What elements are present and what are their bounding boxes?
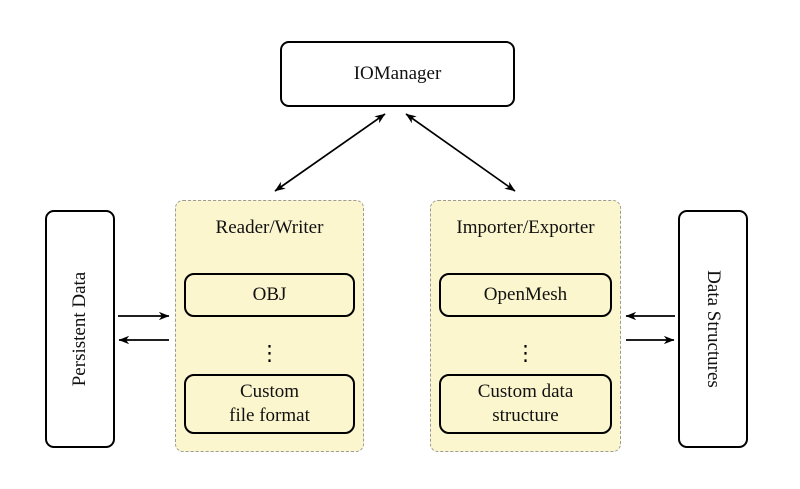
panel-reader-writer-header: Reader/Writer — [215, 217, 324, 238]
node-data-structures: Data Structures — [678, 210, 748, 448]
node-persistent-data-label: Persistent Data — [69, 271, 90, 387]
node-obj: OBJ — [184, 273, 355, 317]
node-openmesh: OpenMesh — [439, 273, 612, 317]
node-persistent-data: Persistent Data — [45, 210, 115, 448]
node-openmesh-label: OpenMesh — [483, 284, 568, 305]
node-custom-file-format: Custom file format — [184, 374, 355, 434]
arrow-iomanager-importerexporter — [405, 113, 516, 192]
vertical-ellipsis: ⋮ — [515, 341, 536, 365]
node-iomanager: IOManager — [280, 41, 515, 107]
node-custom-data-structure-line1: Custom data — [477, 381, 574, 402]
panel-reader-writer: Reader/Writer OBJ ⋮ Custom file format — [175, 200, 364, 452]
arrow-iomanager-readerwriter — [274, 113, 386, 192]
node-obj-label: OBJ — [252, 284, 287, 305]
node-iomanager-label: IOManager — [353, 63, 442, 84]
node-custom-data-structure-line2: structure — [492, 405, 559, 426]
node-custom-data-structure: Custom data structure — [439, 374, 612, 434]
vertical-ellipsis: ⋮ — [259, 341, 280, 365]
node-custom-file-format-line2: file format — [229, 405, 310, 426]
panel-importer-exporter-header: Importer/Exporter — [456, 217, 595, 238]
node-custom-file-format-line1: Custom — [239, 381, 300, 402]
node-data-structures-label: Data Structures — [703, 270, 724, 388]
panel-importer-exporter: Importer/Exporter OpenMesh ⋮ Custom data… — [430, 200, 621, 452]
